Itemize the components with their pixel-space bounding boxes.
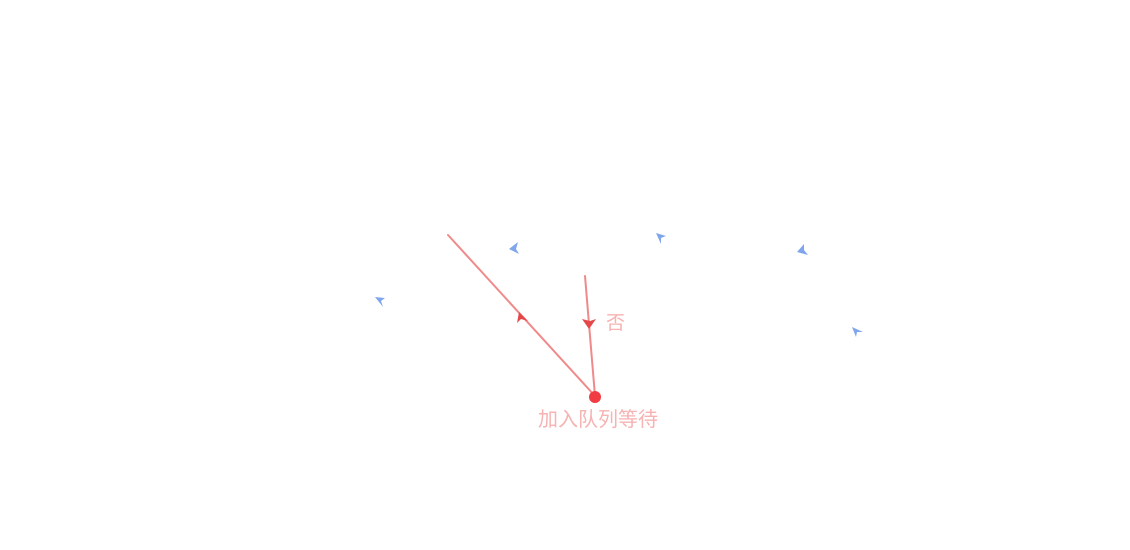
node-dot[interactable] bbox=[589, 391, 601, 403]
edge-no-arrowhead bbox=[582, 319, 596, 329]
faded-arrowhead bbox=[509, 242, 519, 254]
faded-arrowhead bbox=[375, 297, 385, 307]
node-enqueue-wait[interactable]: 加入队列等待 bbox=[538, 391, 658, 431]
node-enqueue-wait-label: 加入队列等待 bbox=[538, 407, 658, 431]
highlighted-edges: 否 bbox=[447, 234, 625, 397]
faded-arrowhead bbox=[656, 233, 666, 244]
faded-edges bbox=[375, 233, 863, 337]
edge-return-arrowhead bbox=[517, 312, 528, 323]
faded-arrowhead bbox=[797, 244, 808, 255]
edge-no-label: 否 bbox=[606, 312, 625, 334]
faded-arrowhead bbox=[852, 327, 863, 337]
edge-no[interactable] bbox=[584, 275, 596, 397]
